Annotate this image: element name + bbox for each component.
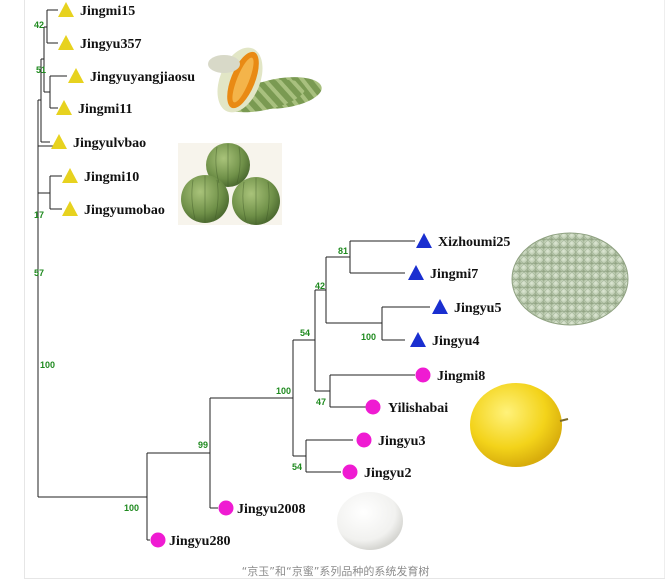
bootstrap-value: 42 bbox=[34, 20, 44, 30]
triangle-marker-icon bbox=[416, 233, 432, 248]
taxon-label: Jingyuyangjiaosu bbox=[90, 70, 195, 85]
taxon-labels: Jingmi15Jingyu357JingyuyangjiaosuJingmi1… bbox=[73, 4, 510, 549]
circle-marker-icon bbox=[356, 432, 372, 448]
tree-branches bbox=[37, 9, 430, 541]
taxon-label: Jingmi10 bbox=[84, 170, 139, 185]
bootstrap-value: 57 bbox=[34, 268, 44, 278]
bootstrap-value: 42 bbox=[315, 281, 325, 291]
triangle-marker-icon bbox=[51, 134, 67, 149]
triangle-marker-icon bbox=[432, 299, 448, 314]
taxon-label: Jingyu280 bbox=[169, 534, 230, 549]
taxon-label: Jingyumobao bbox=[84, 203, 165, 218]
bootstrap-value: 100 bbox=[361, 332, 376, 342]
circle-marker-icon bbox=[150, 532, 166, 548]
bootstrap-value: 100 bbox=[276, 386, 291, 396]
triangle-marker-icon bbox=[62, 201, 78, 216]
bootstrap-value: 51 bbox=[36, 65, 46, 75]
circle-marker-icon bbox=[415, 367, 431, 383]
taxon-label: Jingmi11 bbox=[78, 102, 132, 117]
caption-divider bbox=[24, 578, 665, 579]
bootstrap-value: 81 bbox=[338, 246, 348, 256]
taxon-label: Jingyu357 bbox=[80, 37, 141, 52]
taxon-label: Jingyu2008 bbox=[237, 502, 305, 517]
figure-caption: “京玉”和“京蜜”系列品种的系统发育树 bbox=[241, 565, 430, 578]
bootstrap-value: 99 bbox=[198, 440, 208, 450]
taxon-label: Jingyu4 bbox=[432, 334, 479, 349]
bootstrap-value: 17 bbox=[34, 210, 44, 220]
bootstrap-value: 100 bbox=[124, 503, 139, 513]
taxon-label: Jingyulvbao bbox=[73, 136, 146, 151]
bootstrap-value: 54 bbox=[300, 328, 310, 338]
triangle-marker-icon bbox=[56, 100, 72, 115]
circle-marker-icon bbox=[218, 500, 234, 516]
frame-left-border bbox=[24, 0, 25, 579]
triangle-marker-icon bbox=[62, 168, 78, 183]
bootstrap-value: 100 bbox=[40, 360, 55, 370]
netted-cantaloupe-photo bbox=[511, 232, 629, 326]
bootstrap-labels: 42 51 17 57 100 81 42 54 100 100 47 54 99 100 bbox=[34, 20, 376, 513]
bootstrap-value: 47 bbox=[316, 397, 326, 407]
taxon-label: Jingyu2 bbox=[364, 466, 411, 481]
bootstrap-value: 54 bbox=[292, 462, 302, 472]
triangle-marker-icon bbox=[58, 2, 74, 17]
yellow-melon-photo bbox=[470, 383, 569, 467]
taxon-label: Jingmi15 bbox=[80, 4, 135, 19]
triangle-marker-icon bbox=[58, 35, 74, 50]
striped-green-melon-photo bbox=[207, 44, 322, 116]
frame-right-border bbox=[664, 0, 665, 579]
taxon-label: Jingyu3 bbox=[378, 434, 425, 449]
taxon-label: Xizhoumi25 bbox=[438, 235, 510, 250]
taxon-label: Jingmi8 bbox=[437, 369, 485, 384]
white-melon-photo bbox=[337, 492, 403, 550]
taxon-label: Jingyu5 bbox=[454, 301, 501, 316]
taxon-label: Yilishabai bbox=[388, 401, 448, 416]
triangle-marker-icon bbox=[68, 68, 84, 83]
round-green-melon-photo bbox=[178, 143, 282, 225]
triangle-marker-icon bbox=[410, 332, 426, 347]
taxon-label: Jingmi7 bbox=[430, 267, 478, 282]
circle-marker-icon bbox=[342, 464, 358, 480]
taxon-markers bbox=[51, 2, 448, 548]
circle-marker-icon bbox=[365, 399, 381, 415]
triangle-marker-icon bbox=[408, 265, 424, 280]
